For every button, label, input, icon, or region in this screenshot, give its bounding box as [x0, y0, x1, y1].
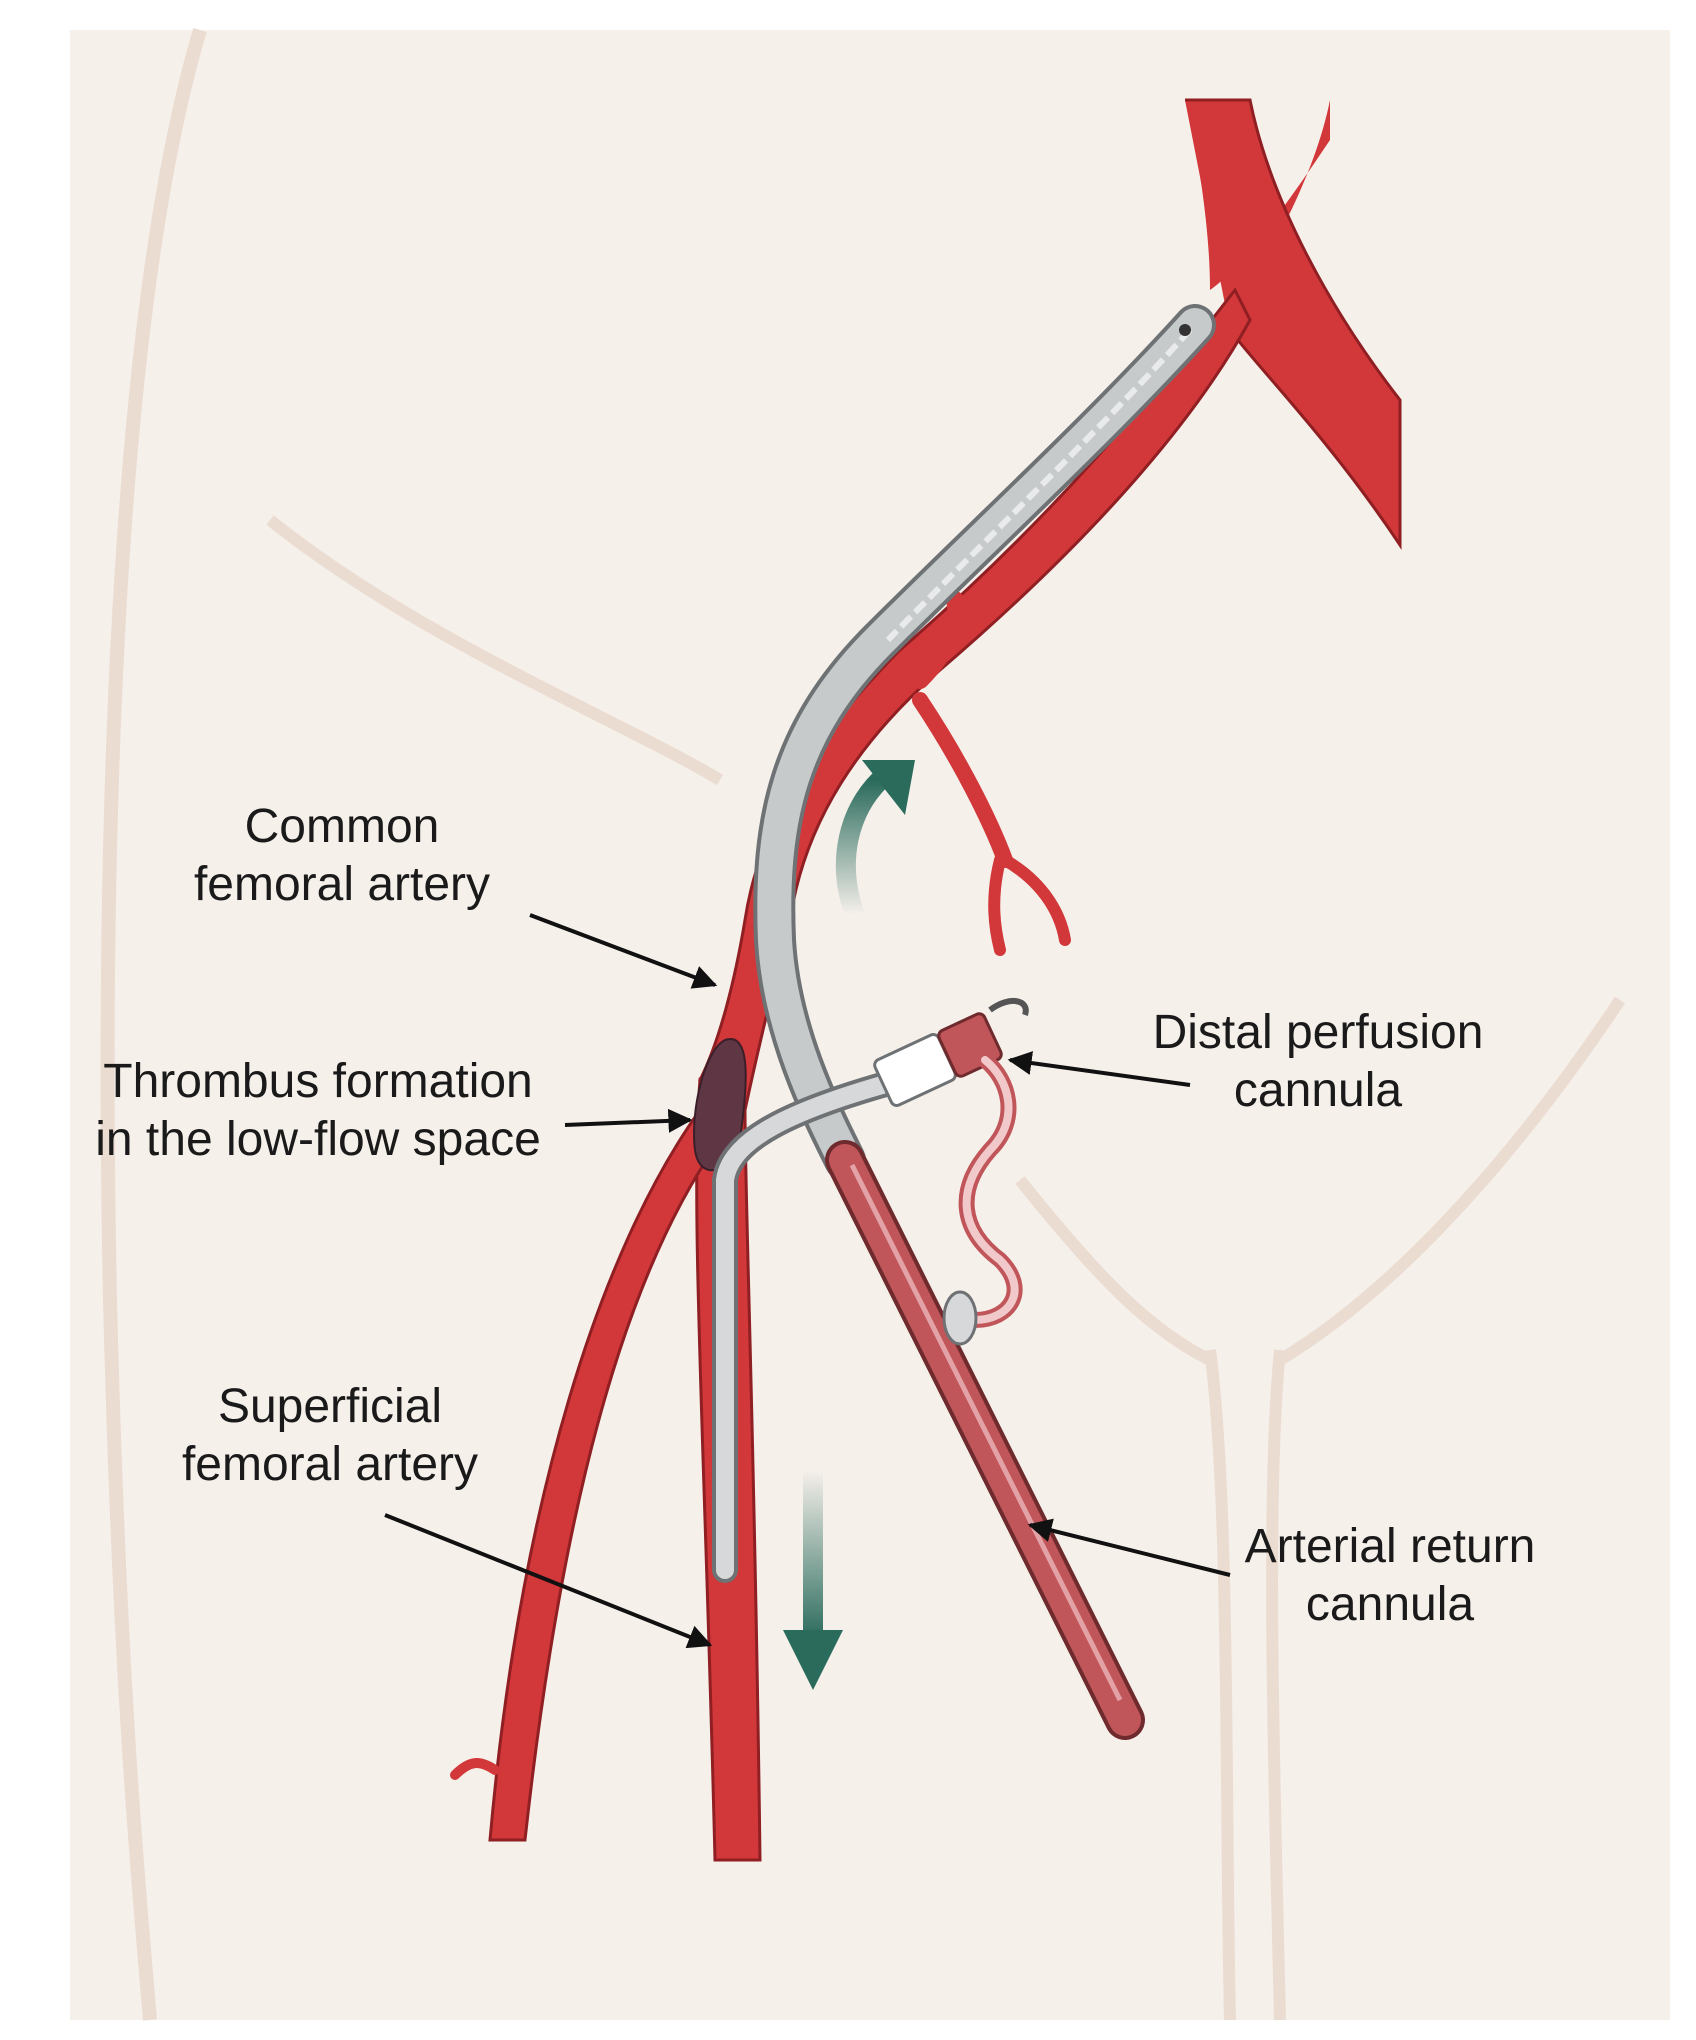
label-arterial-return-cannula: Arterial return cannula — [1245, 1520, 1536, 1631]
pointer-common-femoral — [529, 913, 718, 989]
svg-text:Superficial: Superficial — [218, 1380, 442, 1433]
svg-text:cannula: cannula — [1234, 1064, 1402, 1117]
svg-text:Common: Common — [245, 800, 440, 853]
svg-text:Arterial return: Arterial return — [1245, 1520, 1536, 1573]
svg-text:in the low-flow space: in the low-flow space — [95, 1113, 541, 1166]
flow-up-arrow-icon — [835, 760, 915, 919]
svg-text:cannula: cannula — [1306, 1578, 1474, 1631]
svg-text:Distal perfusion: Distal perfusion — [1153, 1006, 1484, 1059]
svg-text:femoral artery: femoral artery — [194, 858, 490, 911]
pointer-thrombus — [564, 1108, 693, 1133]
label-common-femoral-artery: Common femoral artery — [194, 800, 490, 911]
artery-side-branch — [911, 591, 1071, 956]
flow-down-arrow-icon — [783, 1470, 843, 1690]
pointer-arrows — [384, 913, 1231, 1649]
pointer-arterial-return — [1027, 1518, 1231, 1577]
pointer-distal-perfusion — [1007, 1051, 1191, 1087]
label-thrombus: Thrombus formation in the low-flow space — [95, 1055, 541, 1166]
svg-text:Thrombus formation: Thrombus formation — [103, 1055, 533, 1108]
body-silhouette — [70, 28, 1670, 2021]
pointer-superficial-femoral — [384, 1513, 713, 1649]
label-superficial-femoral-artery: Superficial femoral artery — [182, 1380, 478, 1491]
svg-text:femoral artery: femoral artery — [182, 1438, 478, 1491]
distal-perfusion-cannula-tube — [712, 998, 1029, 1583]
arterial-return-cannula-tube — [753, 304, 1216, 1740]
label-distal-perfusion-cannula: Distal perfusion cannula — [1153, 1006, 1484, 1117]
